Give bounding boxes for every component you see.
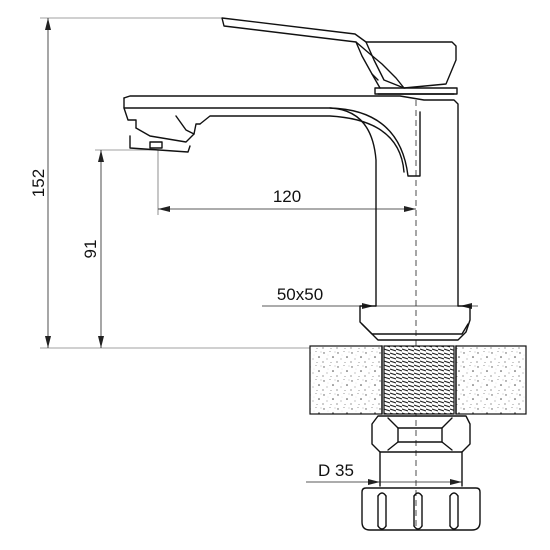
grip-nut <box>361 487 481 531</box>
cartridge-cap <box>374 87 458 95</box>
threaded-shank <box>381 345 457 415</box>
shank-neck <box>379 451 463 487</box>
dimension-label-spout-height: 91 <box>81 240 100 259</box>
hex-nut <box>371 415 471 453</box>
lever-handle <box>221 17 457 89</box>
dimension-label-spout-reach: 120 <box>273 187 301 206</box>
dimension-thread-diameter: D 35 <box>306 461 462 485</box>
dimension-label-total-height: 152 <box>29 169 48 197</box>
dimension-total-height: 152 <box>29 17 310 349</box>
dimension-label-body-section: 50x50 <box>277 285 323 304</box>
dimension-spout-height: 91 <box>81 149 158 348</box>
dimension-spout-reach: 120 <box>157 150 416 215</box>
body-base <box>359 305 471 341</box>
faucet-body <box>123 95 459 307</box>
dimension-label-thread-diameter: D 35 <box>318 461 354 480</box>
countertop <box>309 345 527 415</box>
dimension-body-section: 50x50 <box>262 285 478 309</box>
